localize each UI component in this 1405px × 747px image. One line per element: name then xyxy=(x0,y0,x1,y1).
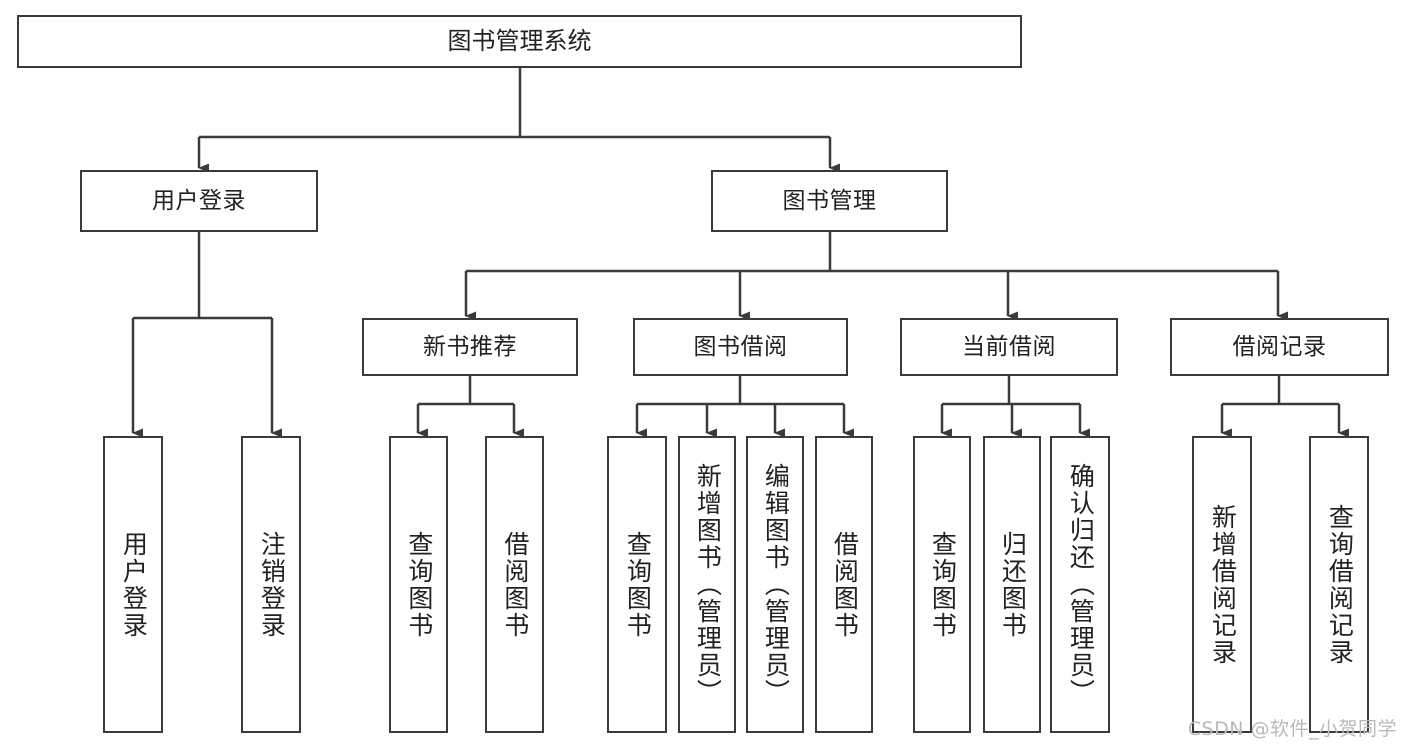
leaf-add-book-admin[interactable]: 新增图书（管理员） xyxy=(678,436,736,733)
watermark-text: CSDN @软件_小贺同学 xyxy=(1187,718,1397,740)
leaf-label: 借阅图书 xyxy=(830,530,860,639)
leaf-query-book-borrow[interactable]: 查询图书 xyxy=(607,436,667,733)
node-user-login[interactable]: 用户登录 xyxy=(80,170,318,232)
leaf-label: 借阅图书 xyxy=(500,530,530,639)
leaf-user-login[interactable]: 用户登录 xyxy=(103,436,163,733)
leaf-label: 查询图书 xyxy=(928,530,958,639)
leaf-label: 归还图书 xyxy=(998,530,1028,639)
node-book-management[interactable]: 图书管理 xyxy=(711,170,948,232)
leaf-borrow-book[interactable]: 借阅图书 xyxy=(815,436,873,733)
leaf-label: 注销登录 xyxy=(257,530,287,639)
leaf-query-borrow-record[interactable]: 查询借阅记录 xyxy=(1309,436,1369,733)
leaf-return-book[interactable]: 归还图书 xyxy=(983,436,1041,733)
node-new-book-recommend[interactable]: 新书推荐 xyxy=(362,318,578,376)
node-book-borrow[interactable]: 图书借阅 xyxy=(633,318,848,376)
leaf-edit-book-admin[interactable]: 编辑图书（管理员） xyxy=(746,436,804,733)
leaf-label: 用户登录 xyxy=(119,530,149,639)
leaf-label: 查询图书 xyxy=(404,530,434,639)
node-root[interactable]: 图书管理系统 xyxy=(17,15,1022,68)
leaf-query-book-current[interactable]: 查询图书 xyxy=(913,436,971,733)
leaf-confirm-return-admin[interactable]: 确认归还（管理员） xyxy=(1050,436,1110,733)
leaf-query-book-recommend[interactable]: 查询图书 xyxy=(389,436,448,733)
node-borrow-record[interactable]: 借阅记录 xyxy=(1170,318,1389,376)
leaf-label: 确认归还（管理员） xyxy=(1066,463,1096,706)
leaf-label: 新增图书（管理员） xyxy=(693,463,723,706)
leaf-label: 新增借阅记录 xyxy=(1208,503,1238,666)
leaf-label: 查询图书 xyxy=(623,530,653,639)
leaf-logout[interactable]: 注销登录 xyxy=(241,436,301,733)
leaf-label: 编辑图书（管理员） xyxy=(761,463,791,706)
node-current-borrow[interactable]: 当前借阅 xyxy=(900,318,1118,376)
leaf-borrow-book-recommend[interactable]: 借阅图书 xyxy=(485,436,544,733)
leaf-label: 查询借阅记录 xyxy=(1325,503,1355,666)
leaf-add-borrow-record[interactable]: 新增借阅记录 xyxy=(1192,436,1252,733)
